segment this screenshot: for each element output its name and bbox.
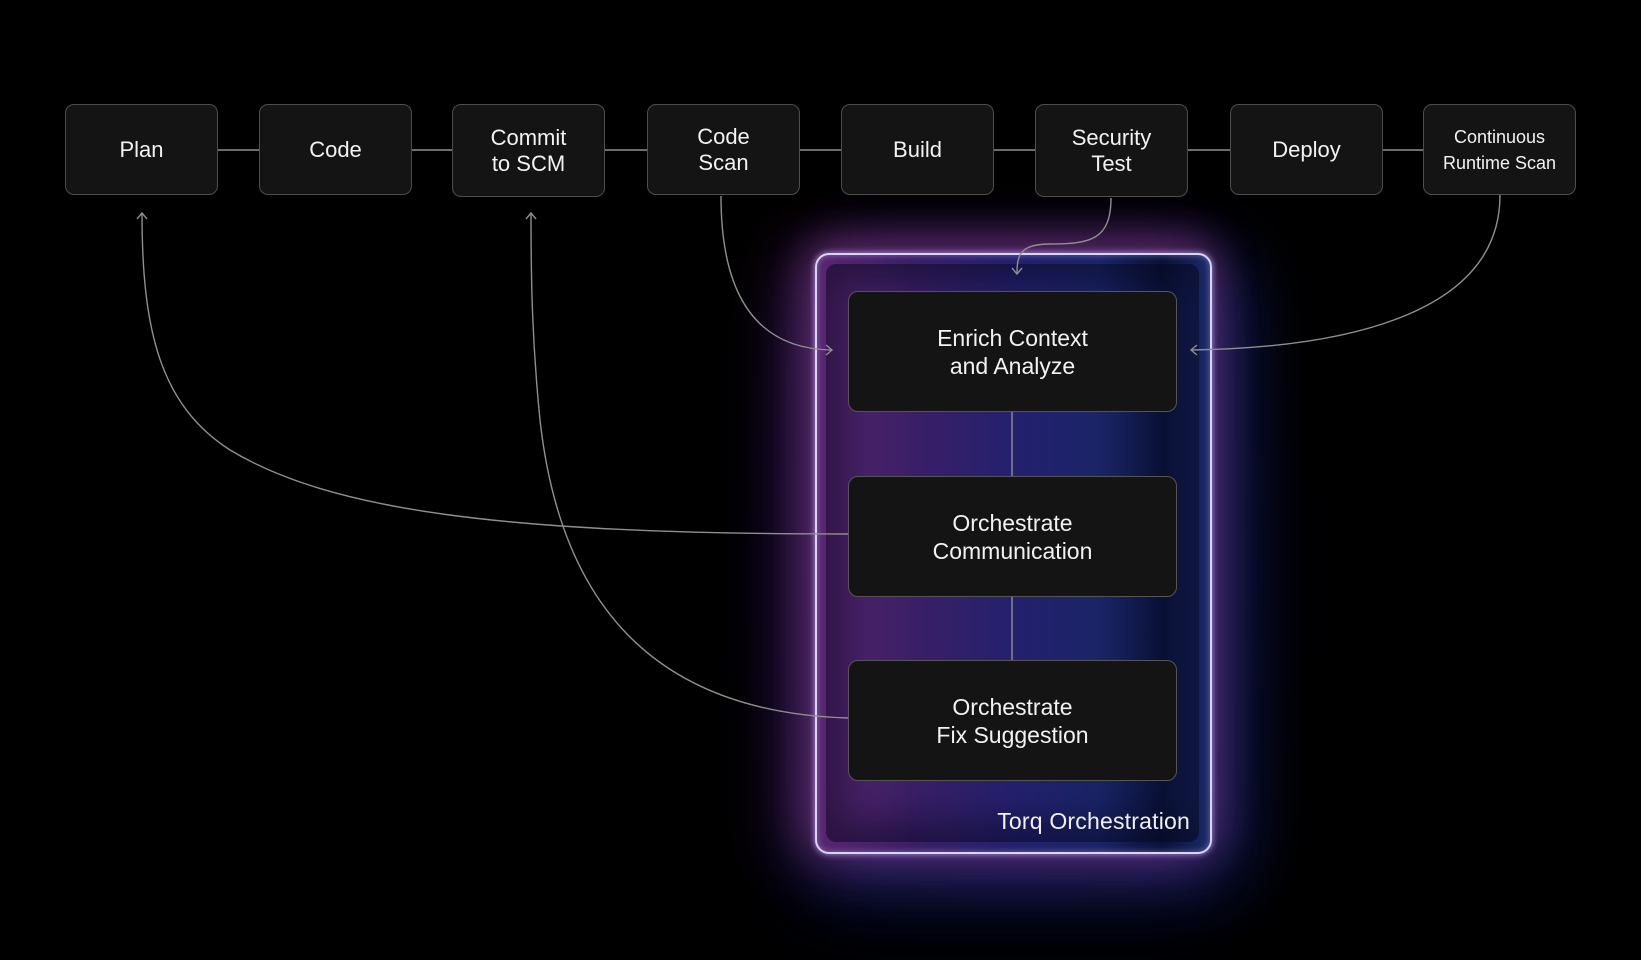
- stage-build-label: Build: [893, 136, 942, 162]
- stage-continuous-runtime-scan[interactable]: Continuous Runtime Scan: [1423, 104, 1576, 195]
- step-enrich-context[interactable]: Enrich Context and Analyze: [848, 291, 1177, 412]
- stage-code-scan-label: Code Scan: [697, 123, 750, 175]
- edge-codescan-to-enrich: [720, 195, 833, 351]
- stage-code-label: Code: [309, 136, 362, 162]
- stage-security-test-label: Security Test: [1071, 124, 1152, 176]
- stage-security-test[interactable]: Security Test: [1035, 104, 1188, 197]
- torq-orchestration-container: [815, 253, 1212, 854]
- edge-continuous-to-enrich: [1190, 194, 1501, 351]
- edge-security-to-enrich: [1016, 197, 1112, 275]
- stage-deploy[interactable]: Deploy: [1230, 104, 1383, 195]
- step-enrich-label: Enrich Context and Analyze: [937, 324, 1088, 379]
- edge-communication-to-plan: [141, 212, 849, 535]
- arrowhead-commit: [525, 211, 537, 220]
- step-orchestrate-communication[interactable]: Orchestrate Communication: [848, 476, 1177, 597]
- stage-code-scan[interactable]: Code Scan: [647, 104, 800, 195]
- stage-deploy-label: Deploy: [1272, 136, 1341, 162]
- orchestration-title: Torq Orchestration: [997, 808, 1190, 834]
- step-communication-label: Orchestrate Communication: [932, 509, 1093, 564]
- arrowhead-security-enrich: [1011, 267, 1023, 276]
- arrowhead-codescan-enrich: [825, 344, 834, 356]
- arrowhead-plan: [136, 211, 148, 220]
- stage-commit-label: Commit to SCM: [490, 124, 567, 176]
- edge-fix-to-commit: [530, 212, 849, 719]
- stage-plan[interactable]: Plan: [65, 104, 218, 195]
- stage-code[interactable]: Code: [259, 104, 412, 195]
- stage-continuous-runtime-scan-label: Continuous Runtime Scan: [1442, 126, 1557, 173]
- arrowhead-continuous-enrich: [1189, 344, 1198, 356]
- stage-commit-to-scm[interactable]: Commit to SCM: [452, 104, 605, 197]
- step-fix-label: Orchestrate Fix Suggestion: [936, 693, 1089, 748]
- stage-plan-label: Plan: [119, 136, 164, 162]
- stage-build[interactable]: Build: [841, 104, 994, 195]
- step-orchestrate-fix-suggestion[interactable]: Orchestrate Fix Suggestion: [848, 660, 1177, 781]
